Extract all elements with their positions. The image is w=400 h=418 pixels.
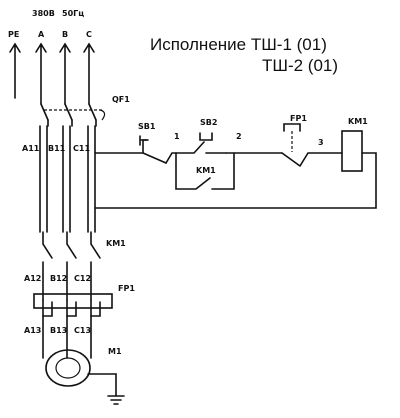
node-1-label: 1 [174, 132, 180, 141]
control-circuit [94, 123, 377, 209]
terminal-a13: A13 [24, 326, 41, 335]
contactor-km1-main [42, 231, 101, 301]
qf1-label: QF1 [112, 95, 130, 104]
terminal-c12: C12 [74, 274, 91, 283]
thermal-relay-fp1 [33, 293, 113, 359]
supply-voltage: 380В [32, 9, 55, 18]
terminal-c13: C13 [74, 326, 91, 335]
sb2-label: SB2 [200, 118, 217, 127]
title-line-1: Исполнение ТШ-1 (01) [150, 35, 327, 54]
circuit-breaker-qf1 [40, 103, 106, 127]
node-2-label: 2 [236, 132, 242, 141]
supply-frequency: 50Гц [62, 9, 84, 18]
motor-m1 [45, 349, 125, 405]
phase-label-a: A [38, 30, 45, 39]
node-3-label: 3 [318, 138, 324, 147]
motor-m1-label: M1 [108, 347, 122, 356]
main-conductors [39, 125, 96, 233]
fp1-main-label: FP1 [118, 284, 135, 293]
terminal-a12: A12 [24, 274, 41, 283]
km1-aux-label: KM1 [196, 166, 216, 175]
supply-arrows [9, 42, 95, 105]
phase-label-pe: PE [8, 30, 19, 39]
sb1-label: SB1 [138, 122, 156, 131]
phase-label-b: B [62, 30, 68, 39]
terminal-b13: B13 [50, 326, 67, 335]
title-line-2: ТШ-2 (01) [262, 56, 338, 75]
terminal-a11: A11 [22, 144, 40, 153]
fp1-control-label: FP1 [290, 114, 307, 123]
terminal-b11: B11 [48, 144, 66, 153]
km1-coil-label: KM1 [348, 117, 368, 126]
phase-label-c: C [86, 30, 92, 39]
terminal-b12: B12 [50, 274, 67, 283]
km1-main-label: KM1 [106, 239, 126, 248]
terminal-c11: C11 [73, 144, 90, 153]
